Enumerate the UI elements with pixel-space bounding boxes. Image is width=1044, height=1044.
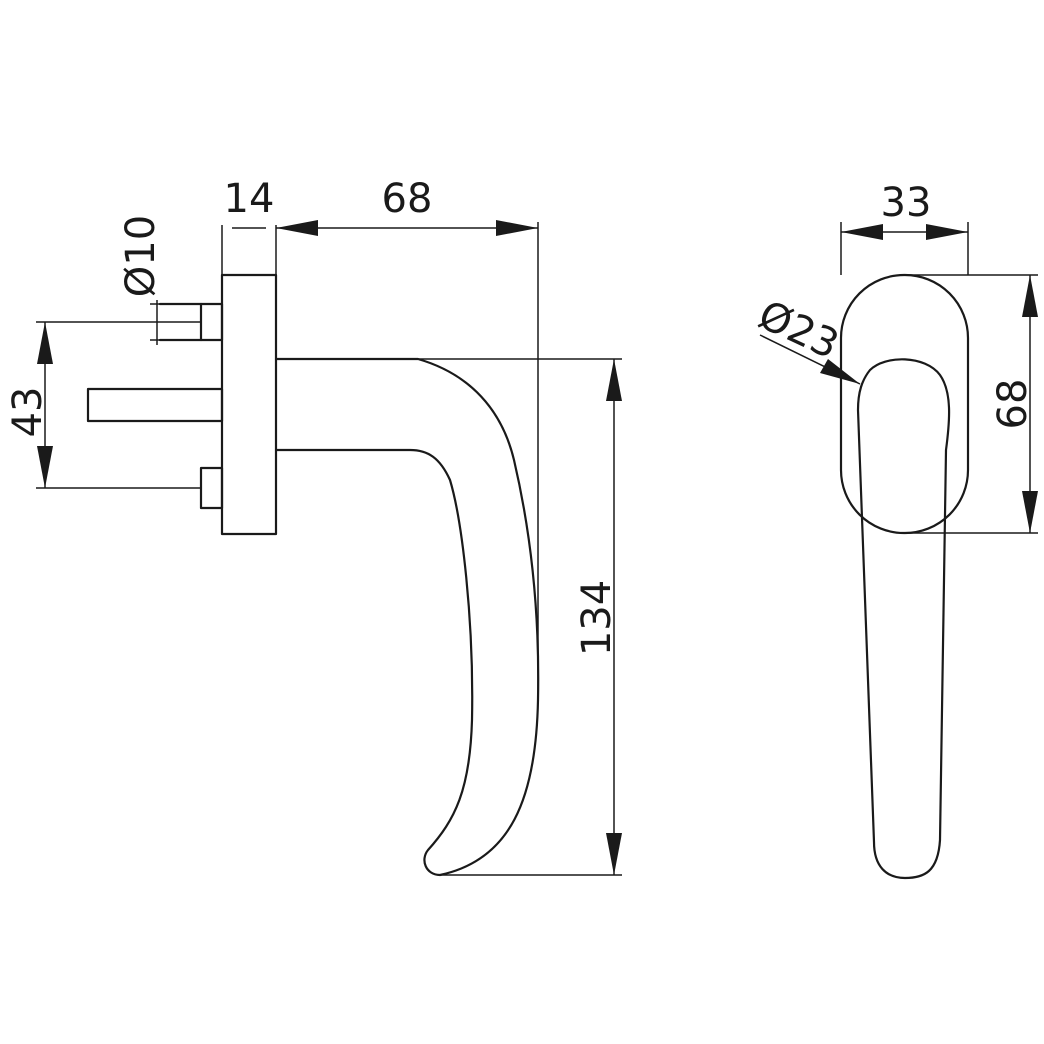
dim-handle-projection: 68 [382,176,433,222]
side-view: 14 68 Ø10 43 134 [5,176,622,877]
top-screw-boss [199,302,224,342]
handle-outline [274,357,540,877]
dim-handle-length: 134 [574,580,620,656]
dim-fixing-centres: 43 [5,387,51,438]
dim-rose-width: 33 [881,180,932,226]
dim-spindle-diameter: Ø10 [118,215,164,297]
dim-grip-diameter: Ø23 [751,292,845,369]
front-view: 33 68 Ø23 [751,180,1038,880]
rose-outline [839,273,970,535]
dim-rose-thickness: 14 [224,176,275,222]
grip-outline [856,358,951,880]
dim-rose-height: 68 [990,379,1036,430]
rose-plate [220,273,278,536]
bottom-screw-boss [199,466,224,510]
spindle [86,387,224,423]
